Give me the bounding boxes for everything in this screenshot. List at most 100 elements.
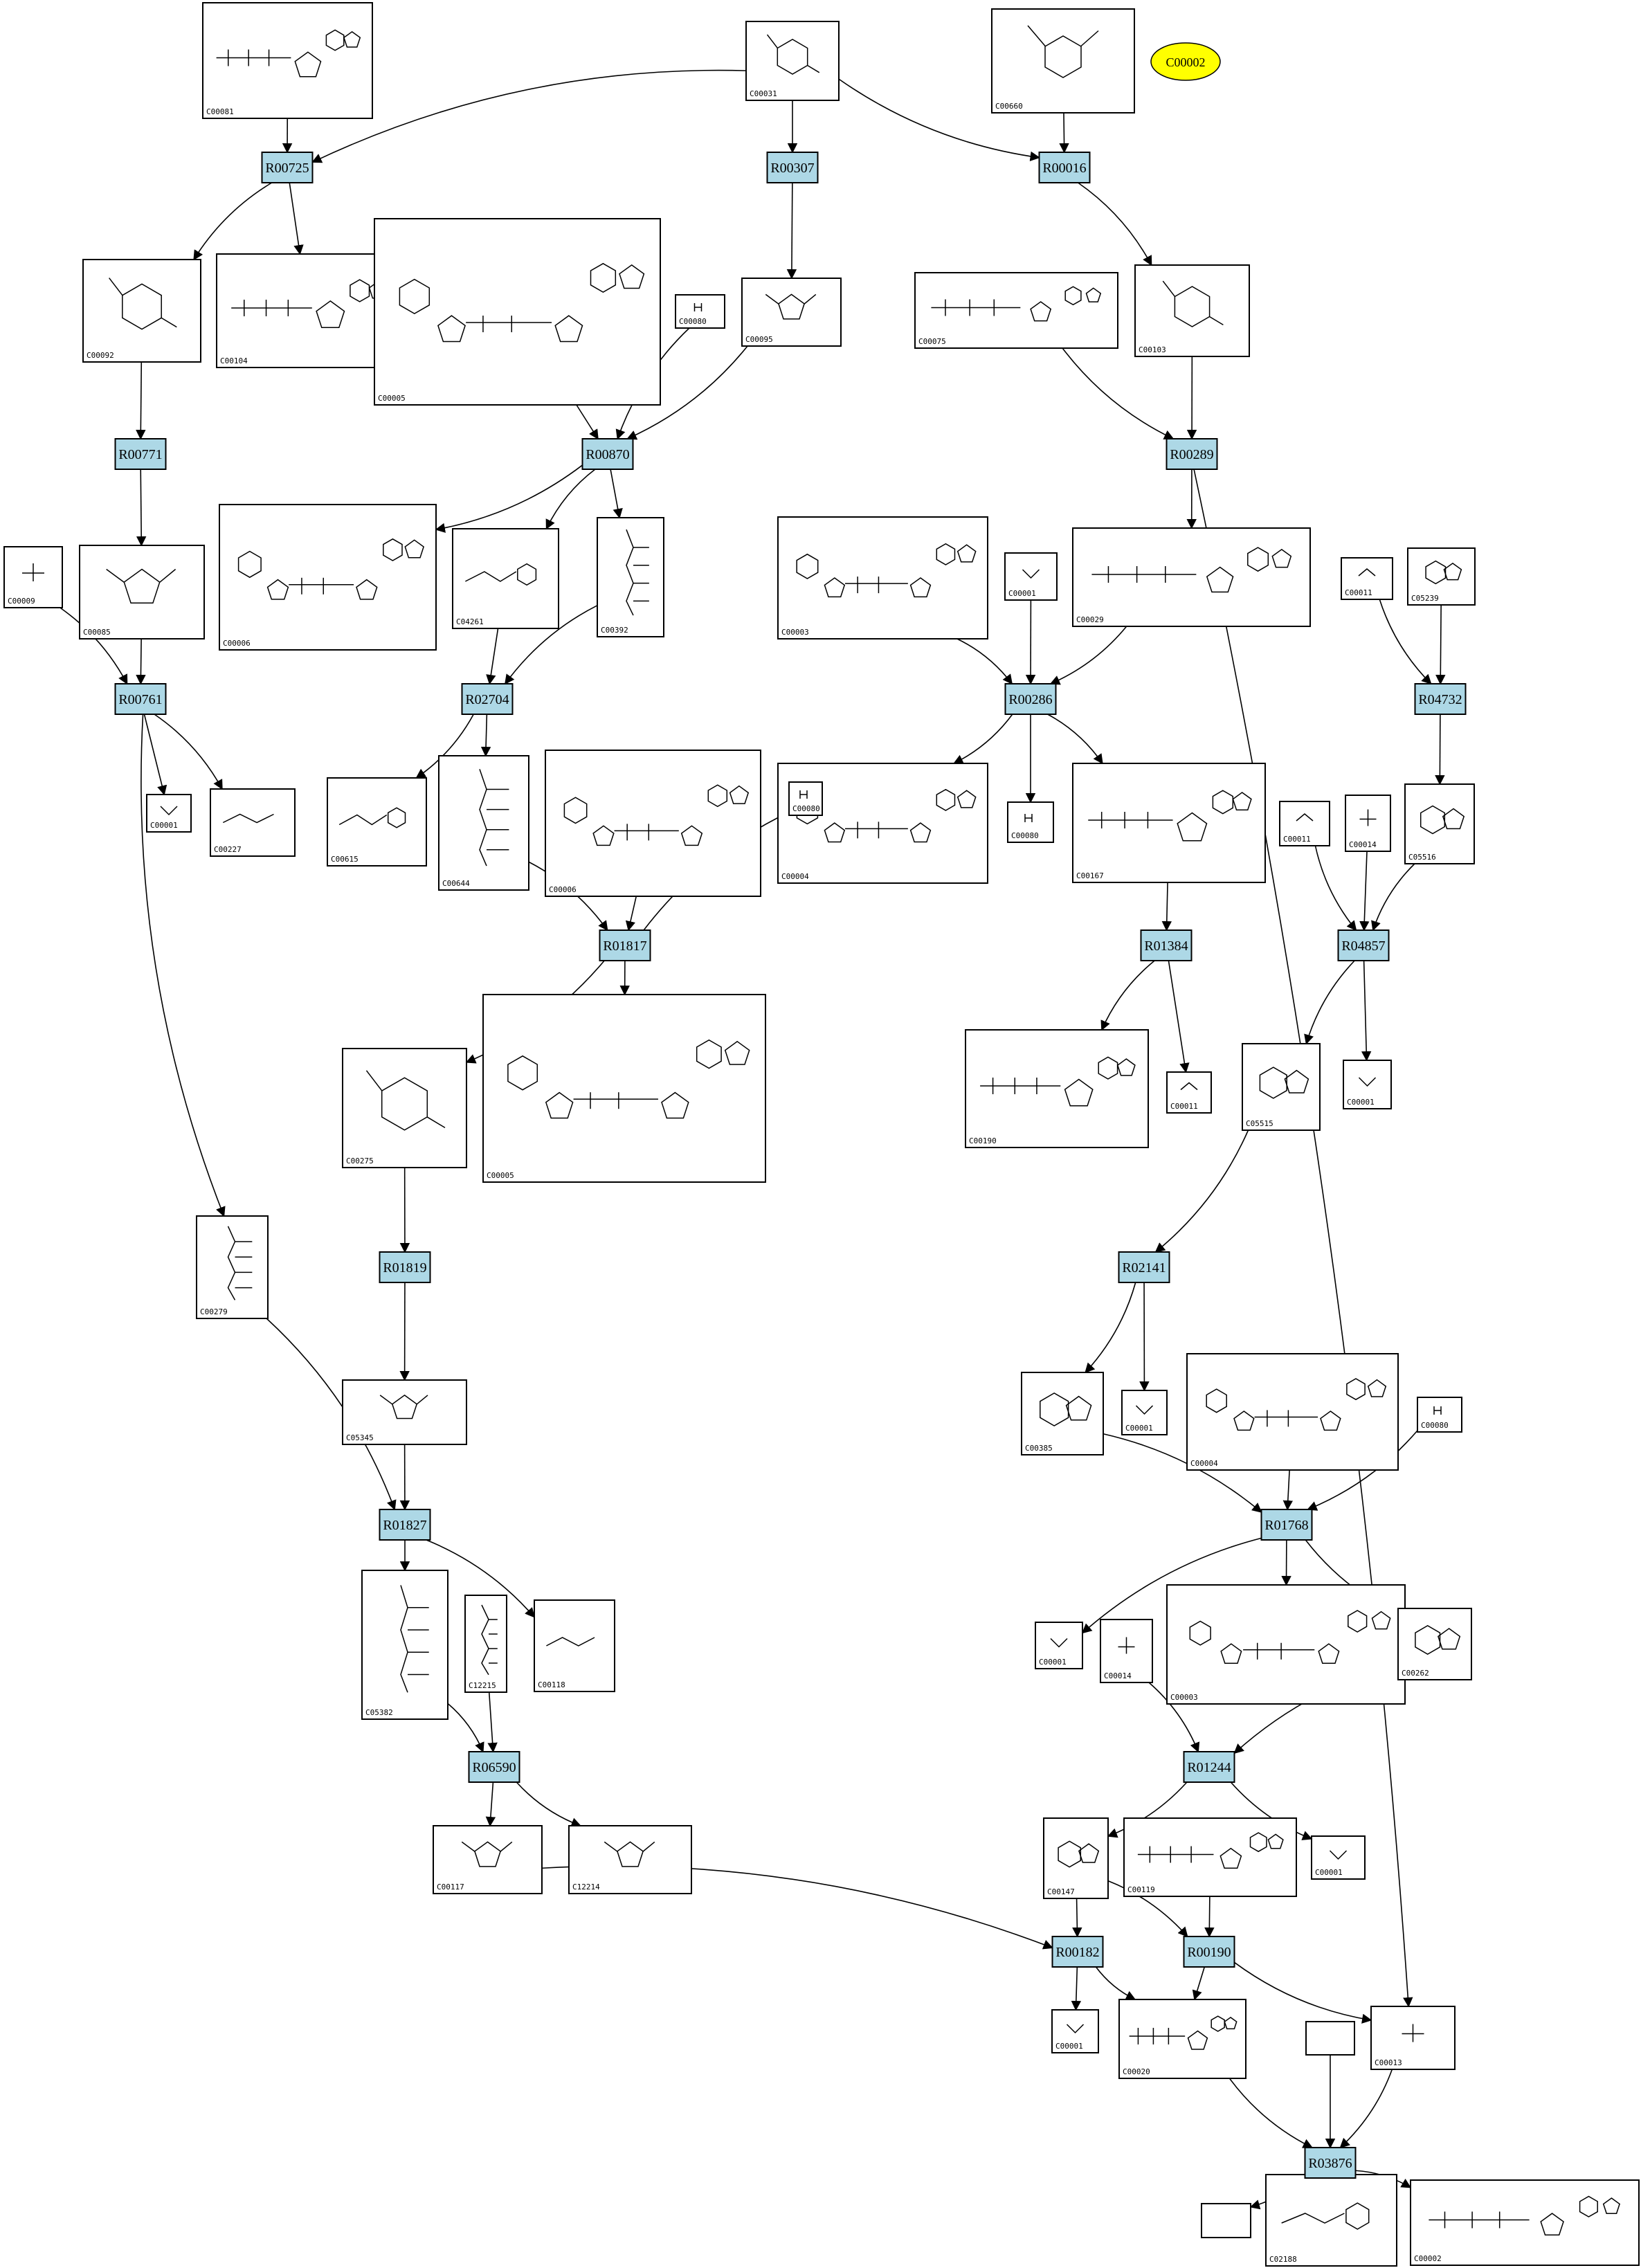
compound-node[interactable]: C00014 <box>1100 1619 1153 1683</box>
compound-node[interactable]: C00031 <box>745 21 840 101</box>
compound-node[interactable]: C00005 <box>482 994 766 1183</box>
compound-box[interactable] <box>1279 801 1330 846</box>
compound-node[interactable]: C00385 <box>1021 1372 1104 1455</box>
reaction-node[interactable]: R06590 <box>468 1751 520 1783</box>
compound-box[interactable] <box>1343 1060 1392 1109</box>
reaction-box[interactable] <box>1183 1936 1235 1968</box>
reaction-node[interactable]: R01768 <box>1260 1509 1313 1541</box>
compound-box[interactable] <box>741 278 842 347</box>
compound-node[interactable]: C02188 <box>1265 2174 1397 2267</box>
compound-box[interactable] <box>1166 1071 1212 1114</box>
reaction-box[interactable] <box>1038 152 1091 183</box>
compound-box[interactable] <box>534 1599 615 1692</box>
compound-node[interactable]: C00615 <box>327 777 427 867</box>
compound-node[interactable] <box>1201 2203 1251 2238</box>
compound-node[interactable]: C00001 <box>1343 1060 1392 1109</box>
compound-node[interactable]: C00004 <box>777 763 988 884</box>
reaction-node[interactable]: R00725 <box>261 152 314 183</box>
compound-box[interactable] <box>1072 527 1311 627</box>
compound-node[interactable]: C00227 <box>210 788 296 857</box>
compound-node[interactable]: C00001 <box>1051 2009 1099 2053</box>
compound-node[interactable]: C00005 <box>374 218 661 406</box>
compound-node[interactable]: C00081 <box>202 2 373 119</box>
compound-box[interactable] <box>3 546 63 608</box>
compound-node[interactable]: C00117 <box>433 1825 543 1894</box>
compound-box[interactable] <box>1043 1817 1109 1899</box>
compound-node[interactable]: C00001 <box>1004 552 1058 601</box>
compound-node[interactable]: C00001 <box>1311 1835 1366 1880</box>
compound-box[interactable] <box>82 259 201 363</box>
compound-box[interactable] <box>1004 552 1058 601</box>
compound-box[interactable] <box>1186 1353 1399 1471</box>
compound-node[interactable] <box>1305 2021 1355 2056</box>
reaction-node[interactable]: R01244 <box>1183 1751 1235 1783</box>
compound-node[interactable]: C00103 <box>1134 264 1250 357</box>
compound-node[interactable]: C00002 <box>1410 2179 1640 2266</box>
compound-node[interactable]: C00009 <box>3 546 63 608</box>
compound-node[interactable]: C00392 <box>597 517 664 637</box>
compound-box[interactable] <box>482 994 766 1183</box>
compound-box[interactable] <box>1201 2203 1251 2238</box>
compound-box[interactable] <box>1305 2021 1355 2056</box>
reaction-box[interactable] <box>379 1509 431 1541</box>
compound-node[interactable]: C00001 <box>1121 1390 1168 1435</box>
compound-box[interactable] <box>433 1825 543 1894</box>
reaction-box[interactable] <box>261 152 314 183</box>
compound-box[interactable] <box>914 272 1118 349</box>
compound-node[interactable]: C00279 <box>196 1215 269 1319</box>
compound-node[interactable]: C00080 <box>1007 801 1054 843</box>
compound-box[interactable] <box>210 788 296 857</box>
compound-box[interactable] <box>79 545 205 639</box>
compound-node[interactable]: C05345 <box>342 1379 467 1445</box>
compound-box[interactable] <box>545 750 761 897</box>
compound-box[interactable] <box>342 1379 467 1445</box>
reaction-node[interactable]: R00870 <box>581 438 634 470</box>
compound-box[interactable] <box>1021 1372 1104 1455</box>
reaction-node[interactable]: R00307 <box>766 152 819 183</box>
compound-node[interactable]: C04261 <box>452 528 559 629</box>
compound-box[interactable] <box>1118 1999 1246 2079</box>
reaction-box[interactable] <box>379 1251 431 1283</box>
compound-box[interactable] <box>1007 801 1054 843</box>
compound-node[interactable]: C00003 <box>1166 1584 1406 1705</box>
compound-box[interactable] <box>146 794 192 833</box>
compound-box[interactable] <box>1123 1817 1297 1897</box>
compound-box[interactable] <box>1341 557 1393 600</box>
compound-node[interactable]: C00004 <box>1186 1353 1399 1471</box>
compound-box[interactable] <box>745 21 840 101</box>
compound-node[interactable]: C00080 <box>788 781 823 816</box>
reaction-box[interactable] <box>1118 1251 1170 1283</box>
compound-node[interactable]: C00003 <box>777 516 988 639</box>
compound-node[interactable]: C00118 <box>534 1599 615 1692</box>
compound-node[interactable]: C00080 <box>675 294 725 329</box>
reaction-node[interactable]: R02704 <box>461 683 514 715</box>
reaction-node[interactable]: R00016 <box>1038 152 1091 183</box>
reaction-node[interactable]: R00182 <box>1051 1936 1104 1968</box>
compound-node[interactable]: C00275 <box>342 1048 467 1168</box>
compound-box[interactable] <box>965 1029 1149 1148</box>
reaction-box[interactable] <box>581 438 634 470</box>
reaction-box[interactable] <box>461 683 514 715</box>
compound-box[interactable] <box>675 294 725 329</box>
compound-node[interactable]: C00001 <box>146 794 192 833</box>
compound-node[interactable]: C00147 <box>1043 1817 1109 1899</box>
reaction-node[interactable]: R03876 <box>1304 2147 1357 2179</box>
compound-box[interactable] <box>202 2 373 119</box>
compound-box[interactable] <box>1397 1608 1472 1680</box>
reaction-node[interactable]: R00771 <box>114 438 167 470</box>
compound-node[interactable]: C00080 <box>1417 1397 1462 1433</box>
compound-box[interactable] <box>1404 783 1475 864</box>
compound-node[interactable]: C05515 <box>1242 1043 1321 1131</box>
compound-node[interactable]: C00104 <box>216 253 401 368</box>
reaction-box[interactable] <box>114 438 167 470</box>
reaction-box[interactable] <box>1140 929 1193 961</box>
compound-box[interactable] <box>788 781 823 816</box>
compound-node[interactable]: C05239 <box>1407 547 1476 606</box>
reaction-box[interactable] <box>1337 929 1390 961</box>
reaction-node[interactable]: R01817 <box>599 929 651 961</box>
compound-node[interactable]: C05382 <box>361 1570 448 1720</box>
compound-node[interactable]: C00167 <box>1072 763 1266 883</box>
compound-box[interactable] <box>1051 2009 1099 2053</box>
compound-box[interactable] <box>1100 1619 1153 1683</box>
compound-box[interactable] <box>991 8 1135 114</box>
